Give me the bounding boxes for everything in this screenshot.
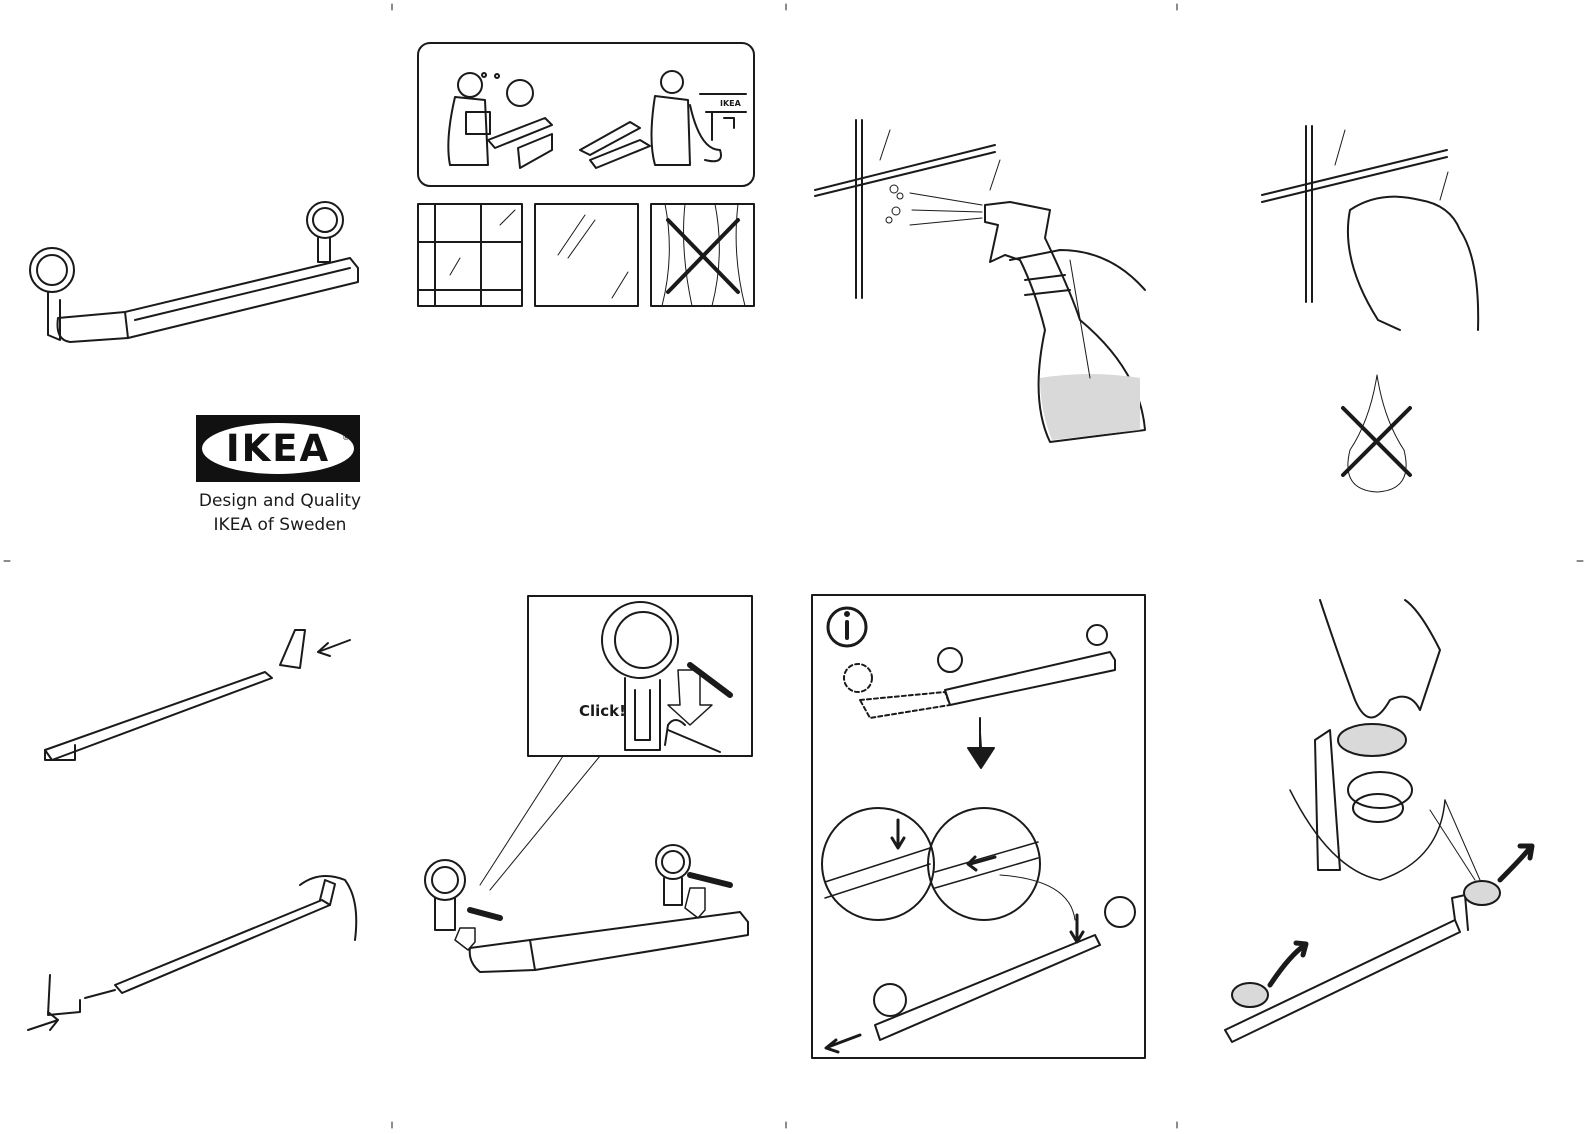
surface-glass xyxy=(534,203,639,307)
crop-marks xyxy=(3,3,1584,1129)
logo-wordmark: IKEA xyxy=(225,427,331,470)
store-sign-text: IKEA xyxy=(720,99,741,108)
rail-mounting-step xyxy=(424,844,749,973)
wipe-tile xyxy=(1261,125,1480,331)
click-label: Click! xyxy=(579,702,626,720)
info-icon xyxy=(826,606,868,648)
water-drop-not-allowed-icon xyxy=(1341,374,1412,493)
tagline-line1: Design and Quality xyxy=(198,491,362,511)
click-detail-box xyxy=(479,595,753,891)
help-instructions-box xyxy=(417,42,755,187)
info-box xyxy=(811,594,1146,1059)
surface-wood-not-allowed xyxy=(650,203,755,307)
ikea-logo: IKEA ® xyxy=(196,415,360,482)
suction-cup-removal-step xyxy=(1224,599,1535,1043)
registered-mark: ® xyxy=(342,433,350,442)
surface-tiles xyxy=(417,203,523,307)
product-towel-rail xyxy=(29,201,359,343)
rail-assembly-step xyxy=(27,629,358,1031)
spray-cleaning-tile xyxy=(814,119,1146,443)
tagline-line2: IKEA of Sweden xyxy=(213,515,347,535)
logo-oval xyxy=(202,423,354,474)
